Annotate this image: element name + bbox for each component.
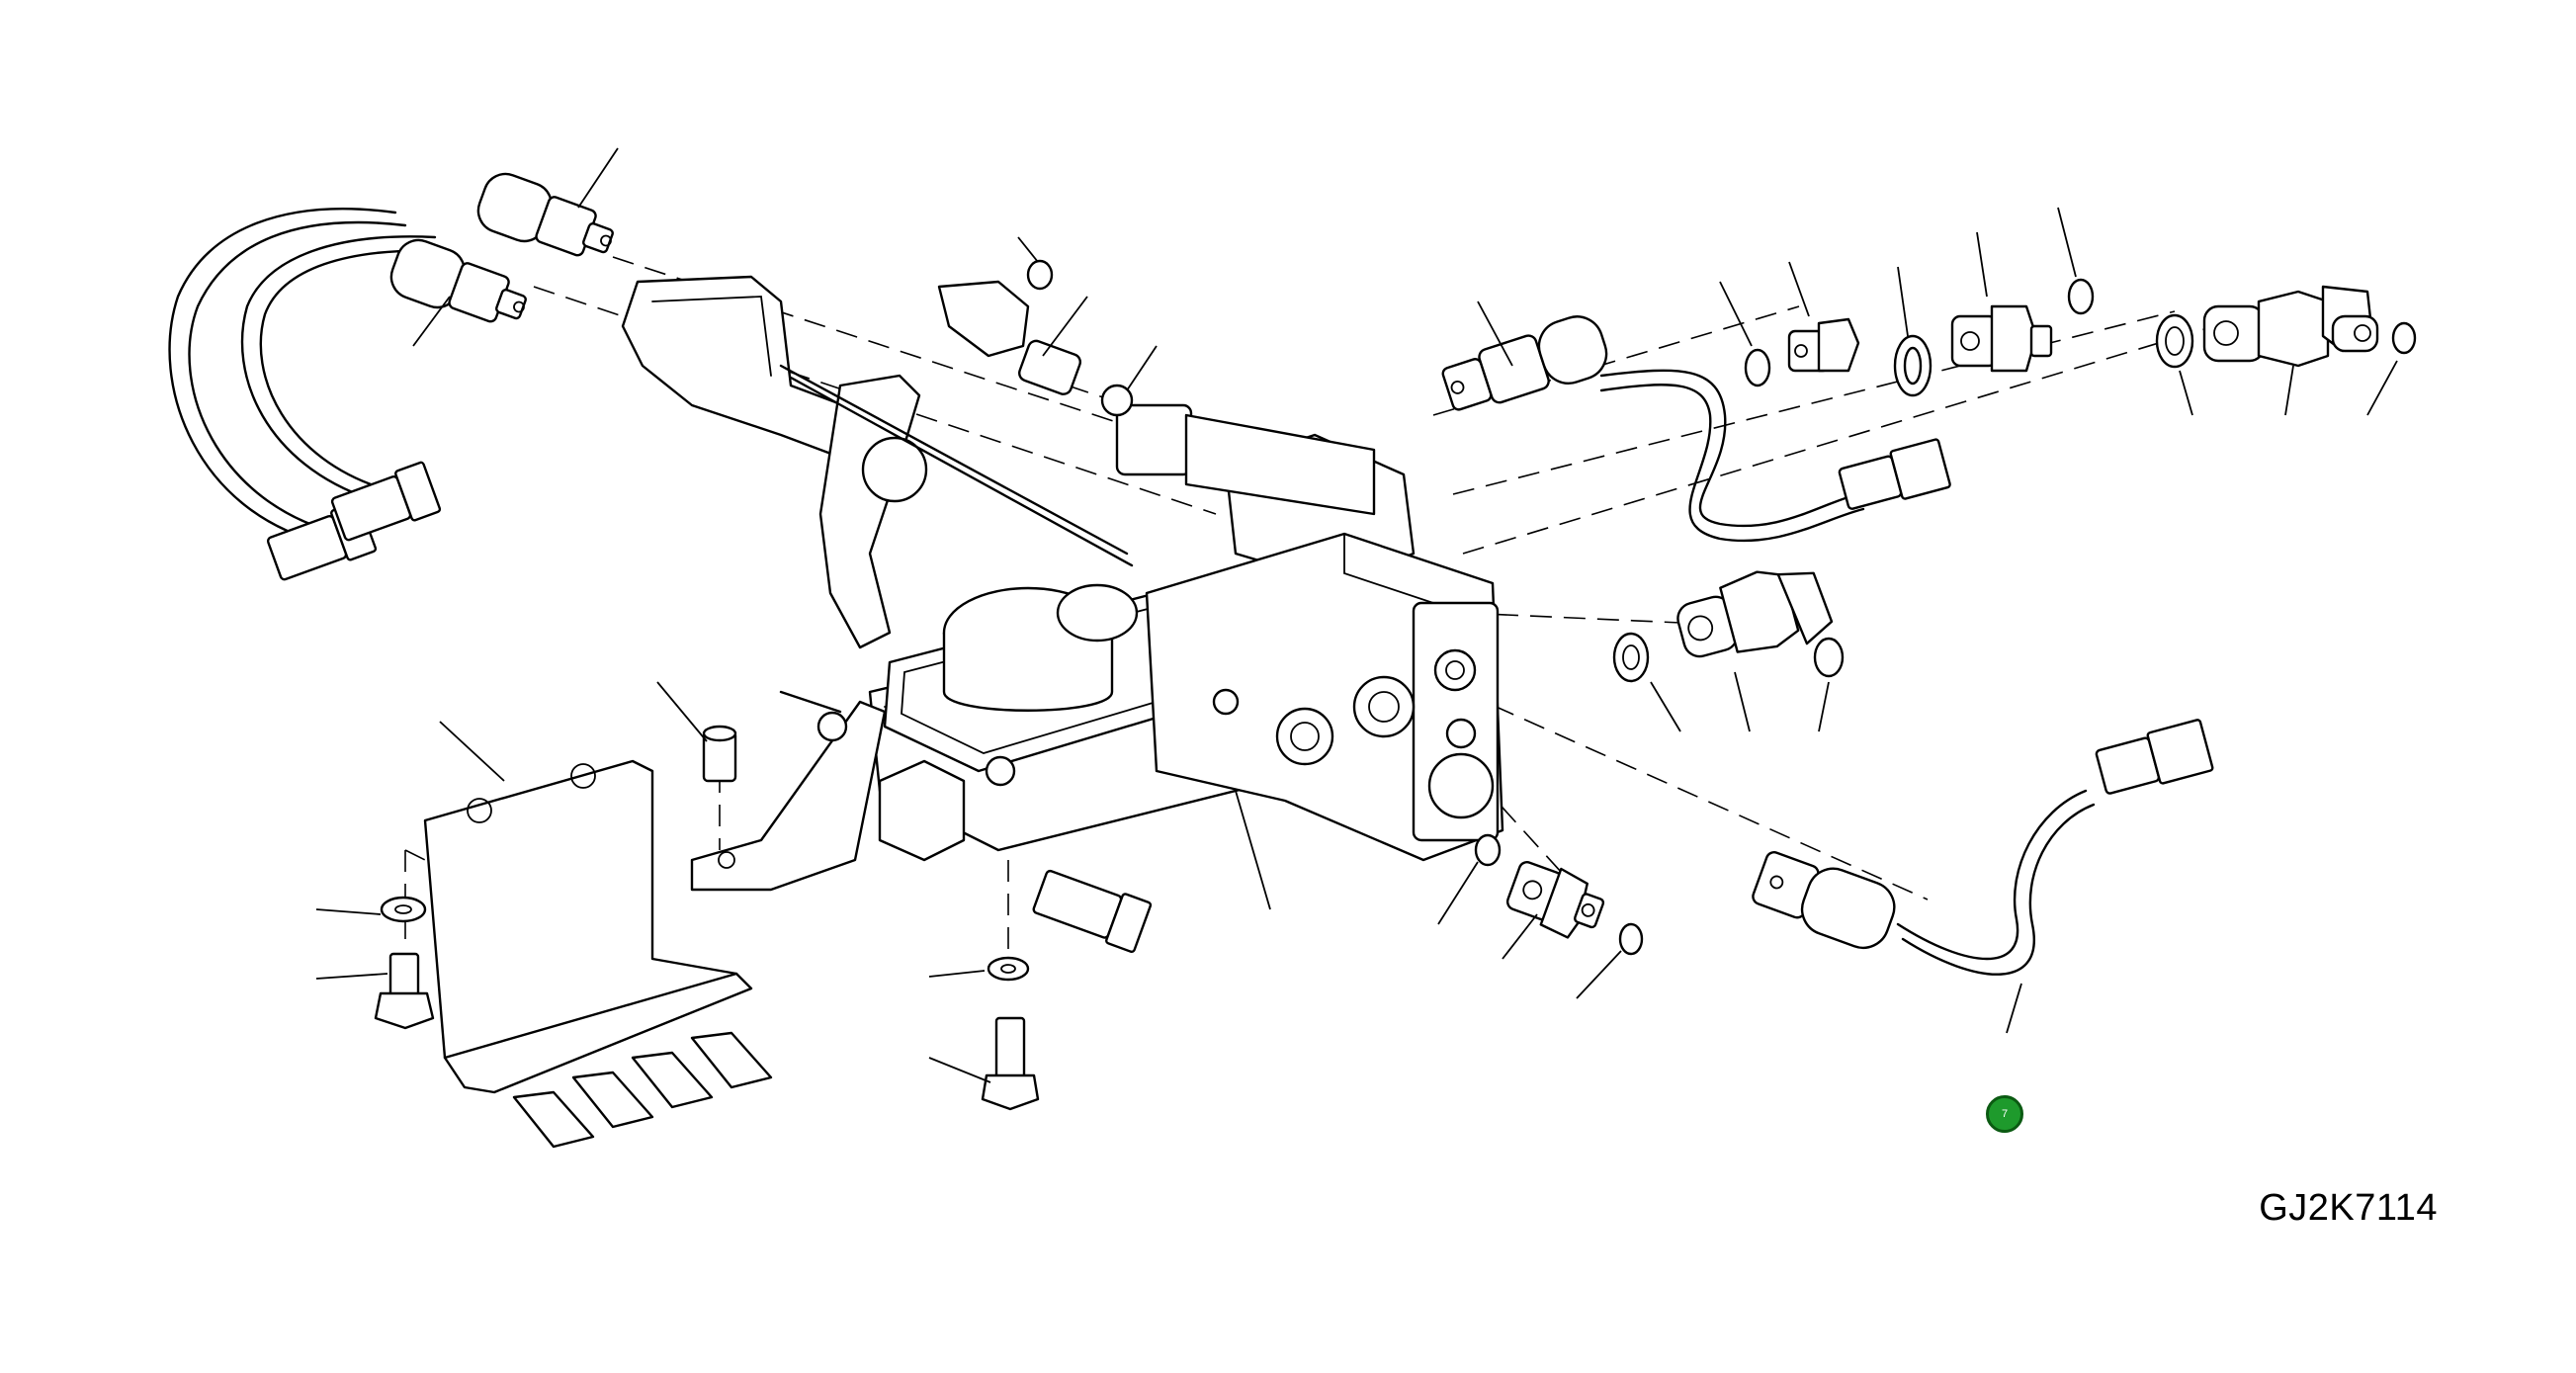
cap-screw: [656, 681, 737, 783]
upper-right-fittings: [1719, 207, 2417, 416]
mounting-bracket: [423, 721, 773, 1149]
upper-right-sensor: [1441, 300, 1951, 543]
drawing-code: GJ2K7114: [2259, 1187, 2438, 1229]
control-lever: [621, 275, 1134, 649]
washer-and-bolt-left: [315, 896, 435, 1030]
upper-left-sensor-harness: [168, 147, 619, 581]
top-sensor-fitting: [937, 236, 1158, 417]
main-valve-body: [868, 403, 1504, 954]
middle-right-elbow: [1612, 570, 1845, 732]
lower-center-fitting: [1437, 833, 1644, 999]
hotspot-marker-icon[interactable]: 7: [1986, 1095, 2023, 1133]
lever-bracket: [690, 690, 887, 892]
lower-right-sensor: [1752, 719, 2214, 1034]
washer-and-bolt-center: [928, 956, 1040, 1111]
